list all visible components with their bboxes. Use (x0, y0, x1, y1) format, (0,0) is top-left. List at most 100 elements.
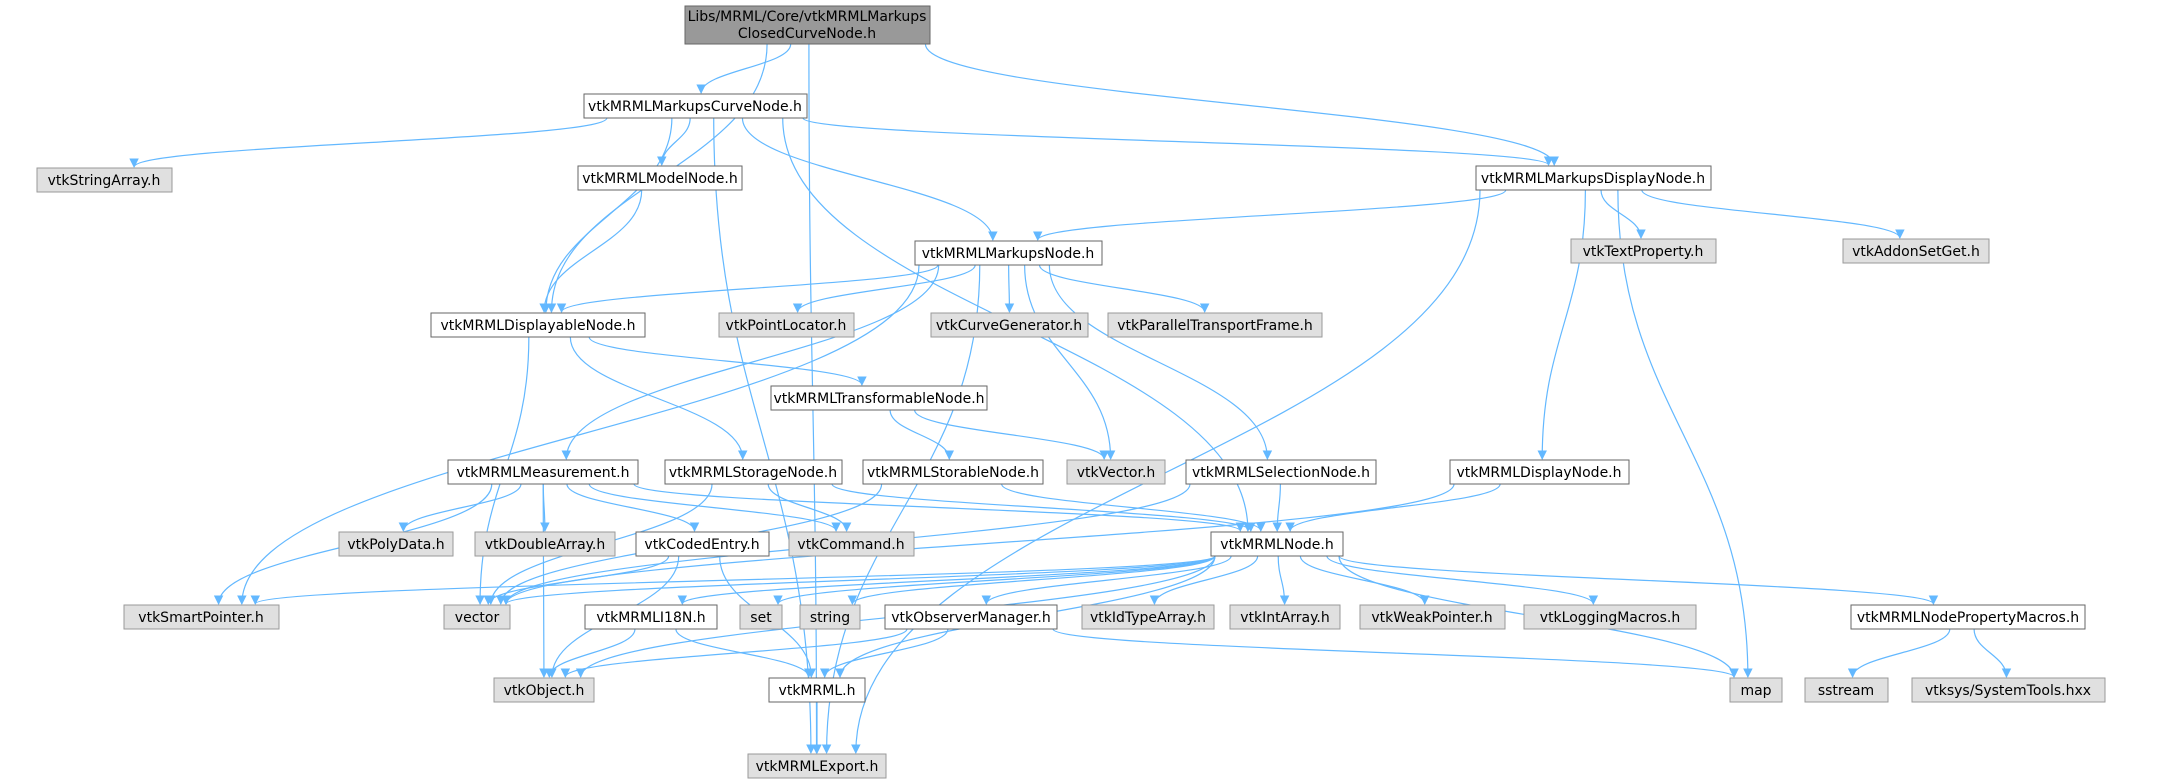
node-stringarray-label: vtkStringArray.h (48, 173, 161, 189)
node-textprop[interactable]: vtkTextProperty.h (1570, 238, 1717, 264)
node-intarray-label: vtkIntArray.h (1240, 610, 1329, 626)
node-displayable-label: vtkMRMLDisplayableNode.h (440, 318, 635, 334)
edge-measurement-to-object (539, 483, 549, 678)
node-displaynode-markups[interactable]: vtkMRMLMarkupsDisplayNode.h (1475, 165, 1712, 191)
node-vector[interactable]: vector (443, 604, 511, 630)
edge-propmacros-to-systools (1973, 628, 2012, 678)
edge-curve-to-displayable (541, 117, 673, 313)
node-idtype[interactable]: vtkIdTypeArray.h (1081, 604, 1215, 630)
edge-mrmlnode-to-smartptr (250, 555, 1216, 605)
node-i18n[interactable]: vtkMRMLI18N.h (584, 604, 718, 630)
edge-mrmlnode-to-logging (1326, 555, 1599, 605)
node-storable-label: vtkMRMLStorableNode.h (867, 465, 1039, 481)
node-polydata[interactable]: vtkPolyData.h (338, 531, 454, 557)
node-vector-label: vector (455, 610, 500, 626)
edge-root-to-displaynode_markups (924, 43, 1559, 166)
node-export[interactable]: vtkMRMLExport.h (747, 753, 887, 779)
node-logging-label: vtkLoggingMacros.h (1540, 610, 1680, 626)
node-systools[interactable]: vtksys/SystemTools.hxx (1911, 677, 2106, 703)
node-export-label: vtkMRMLExport.h (756, 759, 879, 775)
edge-mrmlnode-to-i18n (677, 555, 1216, 605)
edge-mrmlnode-to-obsmgr (981, 555, 1232, 605)
node-markupsnode[interactable]: vtkMRMLMarkupsNode.h (914, 240, 1103, 266)
edge-measurement-to-codedentry (566, 483, 700, 532)
node-addon[interactable]: vtkAddonSetGet.h (1842, 238, 1990, 264)
edge-curve-to-modelnode (656, 117, 691, 166)
node-doublearray[interactable]: vtkDoubleArray.h (474, 531, 616, 557)
node-markupsnode-label: vtkMRMLMarkupsNode.h (922, 246, 1095, 262)
edge-displaynode-to-mrmlnode (1285, 483, 1501, 532)
edge-markupsnode-to-ptf (1038, 264, 1210, 313)
node-i18n-label: vtkMRMLI18N.h (596, 610, 705, 626)
edge-displaynode_markups-to-displaynode (1537, 189, 1586, 460)
node-storage-label: vtkMRMLStorageNode.h (669, 465, 837, 481)
node-string[interactable]: string (799, 604, 861, 630)
node-vector-h-label: vtkVector.h (1077, 465, 1156, 481)
node-smartptr[interactable]: vtkSmartPointer.h (123, 604, 280, 630)
node-propmacros[interactable]: vtkMRMLNodePropertyMacros.h (1850, 604, 2086, 630)
node-stringarray[interactable]: vtkStringArray.h (36, 167, 173, 193)
node-set-label: set (750, 610, 772, 626)
edge-curve-to-displaynode_markups (802, 117, 1554, 166)
node-pointlocator[interactable]: vtkPointLocator.h (718, 312, 855, 338)
node-object-label: vtkObject.h (504, 683, 585, 699)
node-intarray[interactable]: vtkIntArray.h (1229, 604, 1341, 630)
edge-displaynode_markups-to-markupsnode (1033, 189, 1507, 241)
edge-markupsnode-to-smartptr (237, 264, 920, 605)
node-displayable[interactable]: vtkMRMLDisplayableNode.h (430, 312, 646, 338)
edge-root-to-curve (696, 43, 792, 94)
node-textprop-label: vtkTextProperty.h (1583, 244, 1704, 260)
node-mrml[interactable]: vtkMRML.h (768, 677, 866, 703)
edge-displaynode_markups-to-export (851, 189, 1481, 754)
edge-curve-to-export (713, 117, 816, 754)
node-displaynode[interactable]: vtkMRMLDisplayNode.h (1449, 459, 1630, 485)
edge-i18n-to-object (544, 628, 636, 678)
node-curvegen[interactable]: vtkCurveGenerator.h (930, 312, 1089, 338)
node-mrmlnode[interactable]: vtkMRMLNode.h (1210, 531, 1344, 557)
edge-propmacros-to-sstream (1847, 628, 1951, 678)
edge-markupsnode-to-displayable (556, 264, 939, 313)
node-root[interactable]: Libs/MRML/Core/vtkMRMLMarkups ClosedCurv… (684, 5, 931, 45)
node-weakptr[interactable]: vtkWeakPointer.h (1359, 604, 1506, 630)
edge-markupsnode-to-vector_h (1024, 264, 1116, 460)
node-map[interactable]: map (1729, 677, 1783, 703)
node-obsmgr[interactable]: vtkObserverManager.h (884, 604, 1058, 630)
node-command[interactable]: vtkCommand.h (788, 531, 915, 557)
node-object[interactable]: vtkObject.h (493, 677, 595, 703)
node-command-label: vtkCommand.h (797, 537, 904, 553)
edge-obsmgr-to-object (560, 628, 908, 678)
node-polydata-label: vtkPolyData.h (347, 537, 444, 553)
node-modelnode[interactable]: vtkMRMLModelNode.h (577, 165, 743, 191)
node-ptf[interactable]: vtkParallelTransportFrame.h (1107, 312, 1323, 338)
edge-mrmlnode-to-set (773, 555, 1216, 605)
edge-measurement-to-command (588, 483, 841, 532)
node-selection[interactable]: vtkMRMLSelectionNode.h (1185, 459, 1377, 485)
node-measurement-label: vtkMRMLMeasurement.h (456, 465, 629, 481)
node-storable[interactable]: vtkMRMLStorableNode.h (862, 459, 1044, 485)
edge-mrmlnode-to-weakptr (1299, 555, 1430, 605)
node-displaynode-markups-label: vtkMRMLMarkupsDisplayNode.h (1481, 171, 1705, 187)
node-set[interactable]: set (739, 604, 783, 630)
node-curve-label: vtkMRMLMarkupsCurveNode.h (588, 99, 802, 115)
node-storage[interactable]: vtkMRMLStorageNode.h (664, 459, 843, 485)
node-addon-label: vtkAddonSetGet.h (1852, 244, 1980, 260)
edge-measurement-to-polydata (398, 483, 522, 532)
edge-curve-to-stringarray (129, 117, 608, 168)
node-displaynode-label: vtkMRMLDisplayNode.h (1456, 465, 1621, 481)
node-weakptr-label: vtkWeakPointer.h (1371, 610, 1492, 626)
node-vector-h[interactable]: vtkVector.h (1066, 459, 1166, 485)
edge-curve-to-markupsnode (741, 117, 998, 241)
node-logging[interactable]: vtkLoggingMacros.h (1523, 604, 1697, 630)
edge-selection-to-mrmlnode (1272, 483, 1283, 532)
node-obsmgr-label: vtkObserverManager.h (891, 610, 1051, 626)
node-measurement[interactable]: vtkMRMLMeasurement.h (447, 459, 639, 485)
node-sstream[interactable]: sstream (1804, 677, 1889, 703)
edge-obsmgr-to-mrml (819, 628, 949, 678)
node-map-label: map (1740, 683, 1771, 699)
node-transformable[interactable]: vtkMRMLTransformableNode.h (770, 385, 988, 411)
node-transformable-label: vtkMRMLTransformableNode.h (773, 391, 984, 407)
edges (129, 43, 2012, 754)
node-doublearray-label: vtkDoubleArray.h (485, 537, 606, 553)
node-codedentry[interactable]: vtkCodedEntry.h (635, 531, 770, 557)
node-curve[interactable]: vtkMRMLMarkupsCurveNode.h (583, 93, 808, 119)
